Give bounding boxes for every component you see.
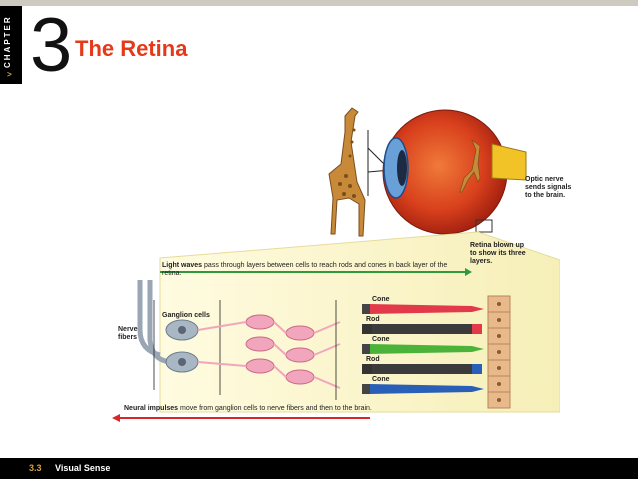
giraffe-illustration xyxy=(329,108,365,236)
receptor-label: Cone xyxy=(372,296,390,304)
receptor-rod-1 xyxy=(362,324,482,334)
top-bar xyxy=(0,0,638,6)
footer-bar: 3.3 Visual Sense xyxy=(0,458,638,479)
receptor-label: Rod xyxy=(366,356,380,364)
page-number: 3.3 xyxy=(29,463,42,473)
optic-nerve-label: Optic nerve sends signals to the brain. xyxy=(525,176,573,200)
footer-title: Visual Sense xyxy=(55,463,110,473)
neural-impulses-caption: Neural impulses move from ganglion cells… xyxy=(124,405,424,413)
receptor-label: Rod xyxy=(366,316,380,324)
receptor-label: Cone xyxy=(372,336,390,344)
slide-title: The Retina xyxy=(75,36,187,62)
neural-impulses-bold: Neural impulses xyxy=(124,405,178,412)
receptor-label: Cone xyxy=(372,376,390,384)
chapter-arrow-icon: > xyxy=(7,70,12,79)
receptor-rod-2 xyxy=(362,364,482,374)
chapter-number: 3 xyxy=(30,8,70,84)
chapter-word: CHAPTER xyxy=(3,12,19,72)
nerve-fibers-label: Nerve fibers xyxy=(118,326,142,342)
light-waves-bold: Light waves xyxy=(162,262,202,269)
chapter-tab: CHAPTER > xyxy=(0,6,22,84)
light-waves-text: pass through layers between cells to rea… xyxy=(162,262,447,277)
neural-impulses-text: move from ganglion cells to nerve fibers… xyxy=(180,405,372,412)
ganglion-cells-label: Ganglion cells xyxy=(162,312,210,320)
eye-illustration xyxy=(383,110,526,234)
retina-label: Retina blown up to show its three layers… xyxy=(470,242,530,266)
light-waves-caption: Light waves pass through layers between … xyxy=(162,262,462,278)
retina-figure: Optic nerve sends signals to the brain. … xyxy=(100,100,560,430)
